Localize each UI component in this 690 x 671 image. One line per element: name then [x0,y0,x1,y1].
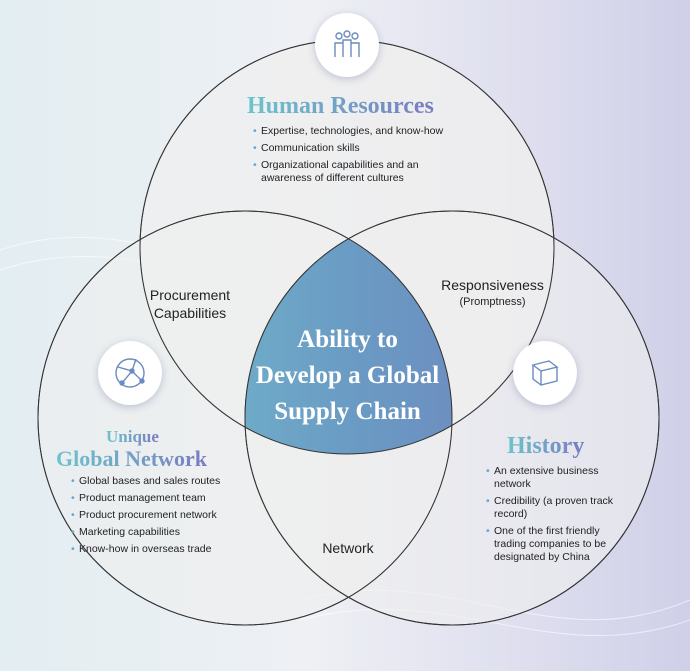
responsiveness-label: Responsiveness [441,277,544,293]
center-line: Ability to [297,326,398,353]
global-network-title-line1: Unique [106,427,159,446]
list-item: One of the first friendly trading compan… [486,525,631,564]
history-title: History [507,433,585,459]
list-item: Communication skills [253,142,453,155]
global-network-list: Global bases and sales routes Product ma… [71,475,241,560]
list-item: Know-how in overseas trade [71,543,241,556]
history-list: An extensive business network Credibilit… [486,465,631,568]
promptness-label: (Promptness) [459,296,526,308]
list-item: Product management team [71,492,241,505]
center-title: Ability to Develop a Global Supply Chain [245,322,450,430]
network-label: Network [322,540,374,556]
list-item: Global bases and sales routes [71,475,241,488]
list-item: An extensive business network [486,465,631,491]
human-resources-title: Human Resources [247,93,434,119]
center-line: Develop a Global [255,362,440,389]
list-item: Expertise, technologies, and know-how [253,125,453,138]
center-line: Supply Chain [274,398,421,425]
list-item: Credibility (a proven track record) [486,495,631,521]
human-resources-list: Expertise, technologies, and know-how Co… [253,125,453,189]
list-item: Marketing capabilities [71,526,241,539]
global-network-title-line2: Global Network [56,446,207,471]
list-item: Organizational capabilities and an aware… [253,159,453,185]
people-icon [315,13,379,77]
book-icon [513,341,577,405]
list-item: Product procurement network [71,509,241,522]
procurement-capabilities-label: Procurement Capabilities [149,287,231,321]
globe-network-icon [98,341,162,405]
